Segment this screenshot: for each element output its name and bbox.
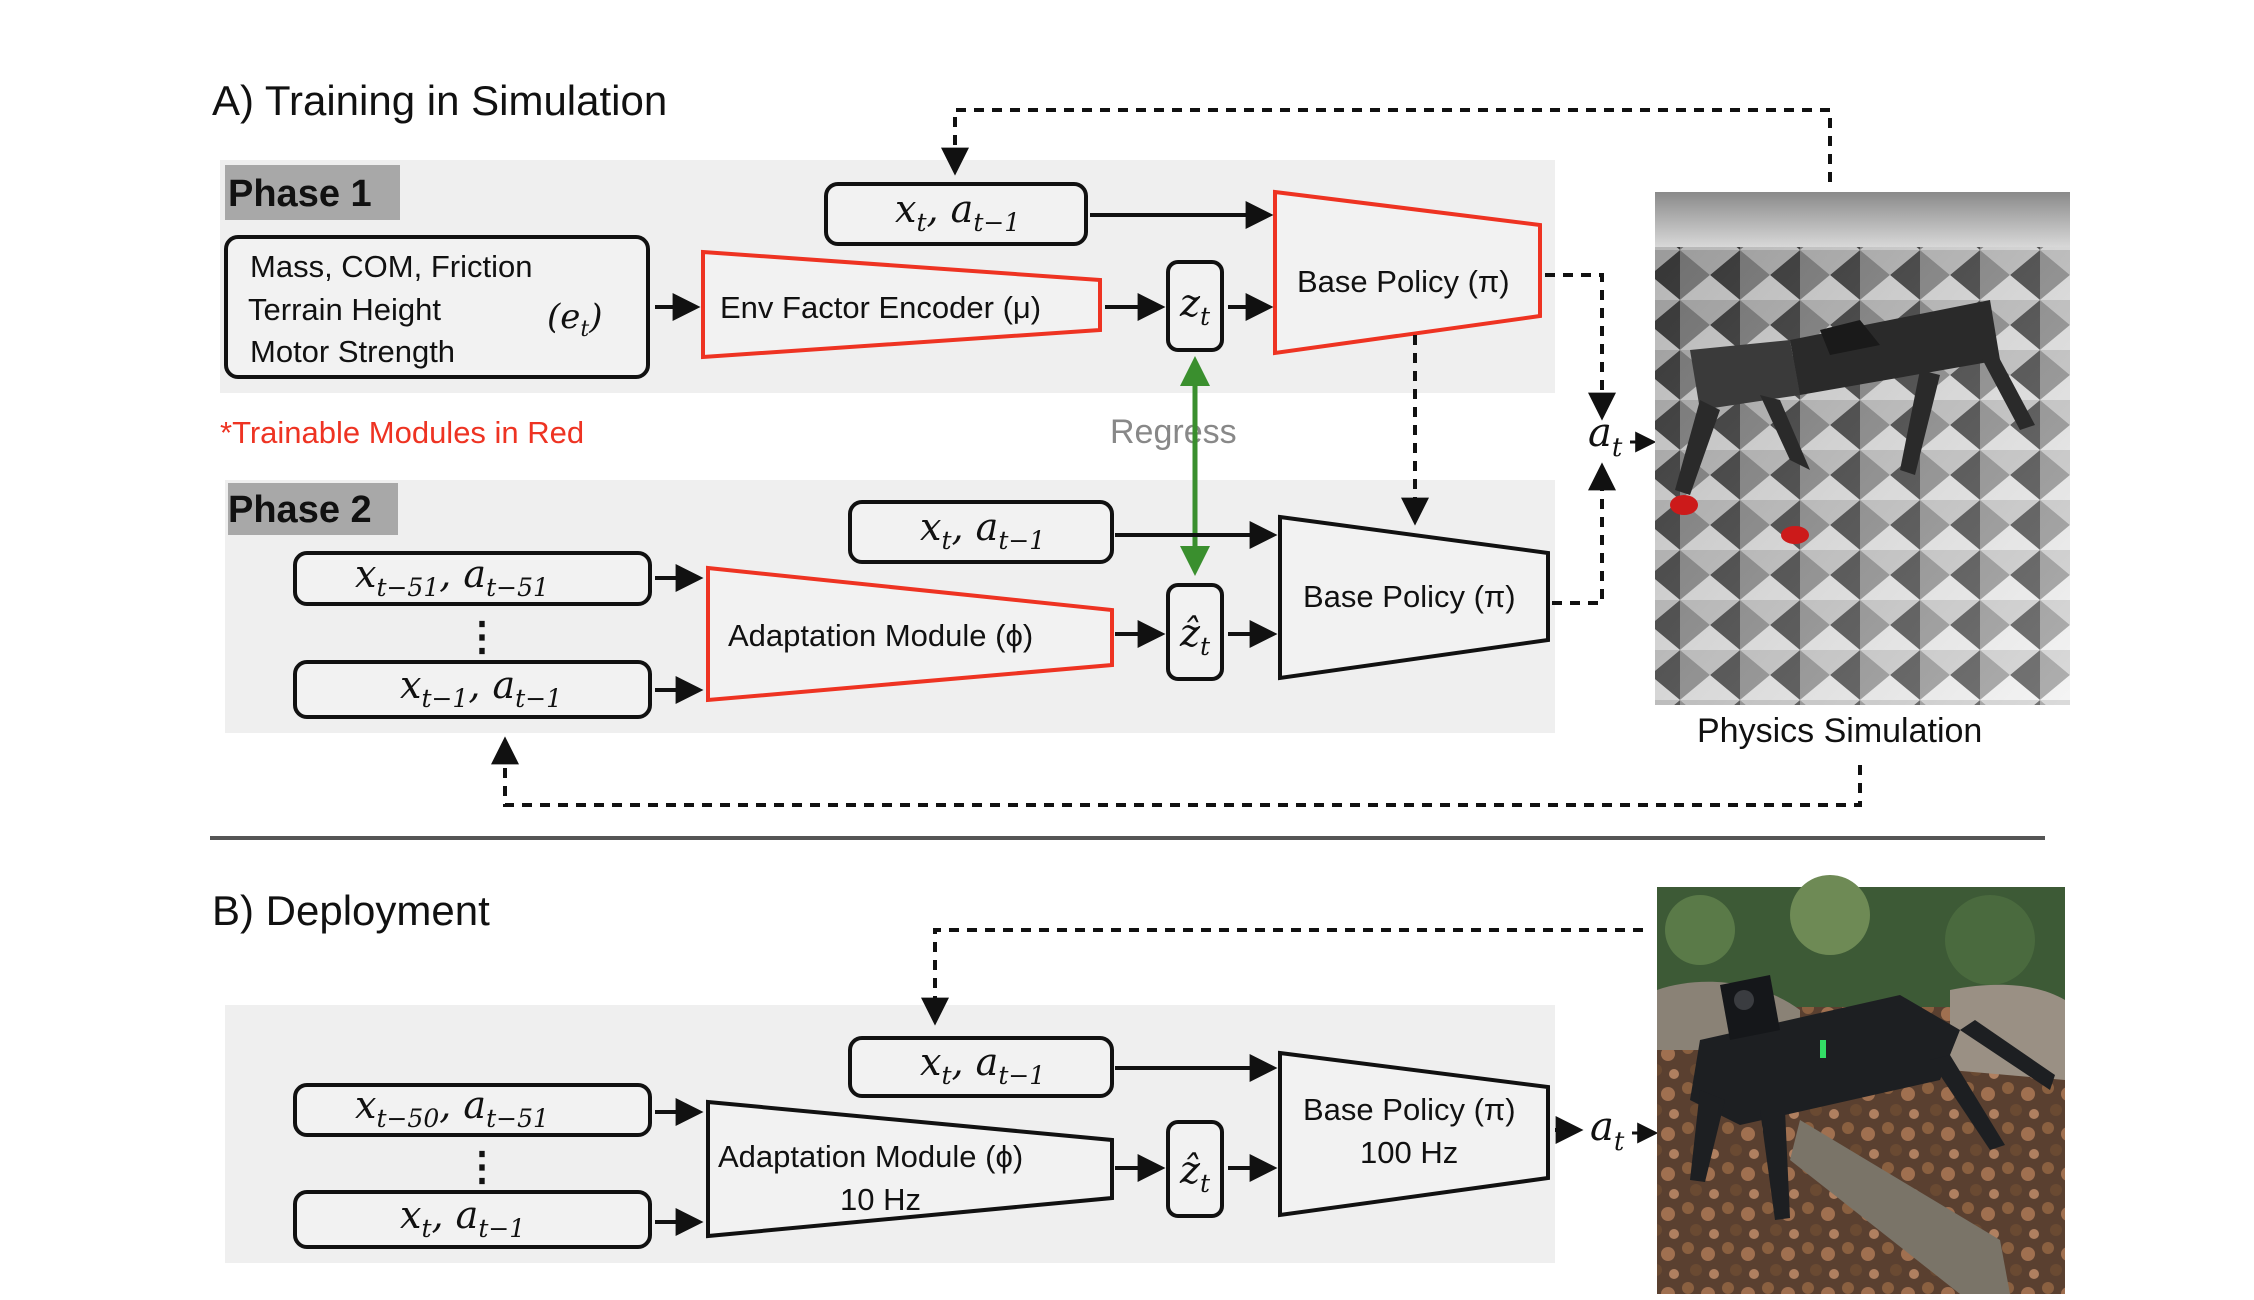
history-ellipsis: ⋮ bbox=[462, 615, 502, 659]
phase1-obs-box bbox=[824, 182, 1088, 246]
phase2-base-policy bbox=[1278, 514, 1550, 681]
phase1-tag: Phase 1 bbox=[228, 173, 372, 215]
env-factor-line-2: Terrain Height bbox=[248, 292, 441, 327]
deploy-policy-rate: 100 Hz bbox=[1360, 1135, 1458, 1170]
deploy-history-first-label: xt−50, at−51 bbox=[355, 1083, 549, 1133]
physics-simulation-image bbox=[1655, 192, 2070, 705]
env-factor-line-1: Mass, COM, Friction bbox=[250, 249, 532, 284]
deploy-obs-label: xt, at−1 bbox=[920, 1040, 1045, 1090]
history-last-box bbox=[293, 660, 652, 719]
deploy-adaptation-rate: 10 Hz bbox=[840, 1182, 921, 1217]
history-last-label: xt−1, at−1 bbox=[400, 663, 562, 713]
section-a-title: A) Training in Simulation bbox=[212, 77, 667, 124]
section-b-title: B) Deployment bbox=[212, 887, 490, 934]
section-a-action: at bbox=[1588, 410, 1623, 463]
phase1-obs-label: xt, at−1 bbox=[895, 187, 1020, 237]
phase2-adaptation-label: Adaptation Module (ϕ) bbox=[728, 618, 1033, 653]
deploy-history-last-label: xt, at−1 bbox=[400, 1193, 525, 1243]
real-robot-photo bbox=[1657, 875, 2065, 1294]
latent-z-box bbox=[1166, 260, 1224, 352]
phase2-latent-zhat-label: ẑt bbox=[1179, 611, 1211, 661]
section-b-action: at bbox=[1590, 1104, 1625, 1157]
phase2-latent-zhat-box bbox=[1166, 583, 1224, 681]
phase2-policy-label: Base Policy (π) bbox=[1303, 579, 1516, 614]
feedback-sim-to-obs1 bbox=[941, 108, 1832, 182]
phase2-tag: Phase 2 bbox=[228, 489, 372, 531]
env-factor-line-3: Motor Strength bbox=[250, 334, 455, 369]
deploy-adaptation-label: Adaptation Module (ϕ) bbox=[718, 1139, 1023, 1174]
deploy-policy-label: Base Policy (π) bbox=[1303, 1092, 1516, 1127]
deploy-adaptation-module bbox=[706, 1099, 1114, 1239]
deploy-latent-zhat-box bbox=[1166, 1120, 1224, 1218]
regress-label: Regress bbox=[1110, 413, 1237, 451]
deploy-obs-box bbox=[848, 1036, 1114, 1098]
encoder-label: Env Factor Encoder (μ) bbox=[720, 290, 1041, 325]
env-factor-encoder bbox=[701, 249, 1102, 360]
trainable-note: *Trainable Modules in Red bbox=[220, 415, 584, 450]
phase1-tag-bg bbox=[225, 165, 400, 220]
history-first-label: xt−51, at−51 bbox=[355, 552, 549, 602]
deploy-feedback-robot-to-obs bbox=[921, 928, 1643, 1026]
phase2-policy-to-action bbox=[1552, 462, 1616, 605]
phase1-base-policy bbox=[1273, 189, 1542, 356]
latent-z-label: zt bbox=[1179, 281, 1211, 331]
deploy-history-last-box bbox=[293, 1190, 652, 1249]
phase2-adaptation-module bbox=[706, 565, 1114, 703]
phase1-policy-label: Base Policy (π) bbox=[1297, 264, 1510, 299]
phase2-obs-label: xt, at−1 bbox=[920, 505, 1045, 555]
env-symbol: (et) bbox=[547, 297, 603, 342]
deploy-history-first-box bbox=[293, 1083, 652, 1137]
sim-caption: Physics Simulation bbox=[1697, 712, 1982, 750]
deploy-latent-zhat-label: ẑt bbox=[1179, 1148, 1211, 1198]
deploy-history-ellipsis: ⋮ bbox=[462, 1145, 502, 1189]
phase2-tag-bg bbox=[228, 483, 398, 535]
history-first-box bbox=[293, 551, 652, 606]
deploy-base-policy bbox=[1278, 1050, 1550, 1218]
phase2-obs-box bbox=[848, 500, 1114, 564]
env-factors-box bbox=[224, 235, 650, 379]
feedback-sim-to-history bbox=[491, 736, 1862, 807]
phase1-policy-to-action bbox=[1545, 273, 1616, 421]
